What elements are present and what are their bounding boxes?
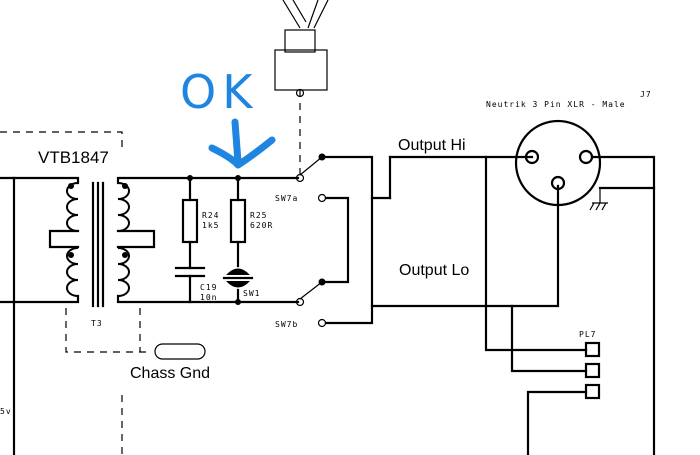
r25-value: 620R [250, 221, 273, 230]
c19-value: 10n [200, 293, 217, 302]
r24-ref: R24 [202, 211, 219, 220]
sw7b-ref: SW7b [275, 320, 298, 329]
output-nets [370, 155, 560, 308]
r24-c19-branch [174, 175, 206, 304]
pl7-header [584, 341, 601, 400]
xlr-connector-j7 [514, 119, 656, 455]
transformer-ref: T3 [91, 319, 103, 328]
output-hi-label: Output Hi [398, 137, 466, 154]
switch-sw7b [295, 278, 327, 328]
jack-connector-top [274, 0, 329, 175]
r25-ref: R25 [250, 211, 267, 220]
transformer-name: VTB1847 [38, 148, 109, 167]
chassis-ground-lug [154, 343, 206, 360]
j7-ref: J7 [640, 90, 652, 99]
output-lo-label: Output Lo [399, 262, 469, 279]
switch-wiring [324, 155, 374, 325]
ok-annotation: OK [180, 65, 276, 169]
switch-sw7a [295, 153, 327, 203]
r25-sw1-branch [222, 175, 254, 305]
transformer-t3 [0, 176, 300, 308]
hand-drawn-down-arrow-icon [208, 118, 276, 169]
pl7-ref: PL7 [579, 330, 596, 339]
transformer-enclosure [0, 131, 150, 455]
c19-ref: C19 [200, 283, 217, 292]
chassis-gnd-label: Chass Gnd [130, 365, 210, 382]
edge-fragment-label: 5v [0, 407, 12, 416]
ok-annotation-text: OK [180, 65, 258, 119]
pl7-wiring [484, 155, 588, 455]
r24-value: 1k5 [202, 221, 219, 230]
sw1-ref: SW1 [243, 289, 260, 298]
j7-description: Neutrik 3 Pin XLR - Male [486, 100, 626, 109]
sw7a-ref: SW7a [275, 194, 298, 203]
